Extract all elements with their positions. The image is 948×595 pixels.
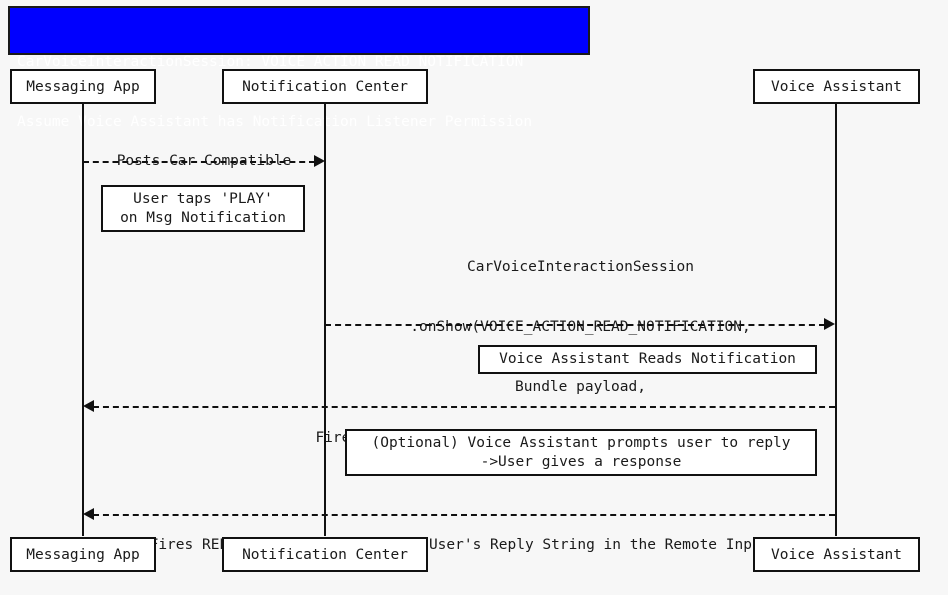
arrow-head-right-icon: [824, 318, 835, 330]
note-line-2: ->User gives a response: [480, 453, 682, 470]
participant-label: Notification Center: [242, 546, 408, 563]
diagram-title-line-1: CarVoiceInteractionSession: VOICE_ACTION…: [17, 54, 524, 70]
lifeline-voice-assistant: [835, 104, 837, 536]
arrow-head-left-icon: [83, 508, 94, 520]
note-line-1: Voice Assistant Reads Notification: [499, 351, 796, 367]
message-arrow-on-show-call: [325, 324, 825, 326]
arrow-head-left-icon: [83, 400, 94, 412]
note-line-1: (Optional) Voice Assistant prompts user …: [371, 434, 791, 451]
message-label-line-1: Fires REPLY Pending Intent with User's R…: [149, 537, 770, 553]
arrow-head-right-icon: [314, 155, 325, 167]
message-arrow-fires-reply: [93, 514, 835, 516]
message-arrow-posts-car-compatible-notification: [83, 161, 315, 163]
message-label-line-3: Bundle payload,: [515, 379, 646, 395]
participant-label: Messaging App: [26, 546, 140, 563]
diagram-title-banner: CarVoiceInteractionSession: VOICE_ACTION…: [8, 6, 590, 130]
participant-voice-assistant-top[interactable]: Voice Assistant: [753, 69, 920, 104]
message-label-line-2: .onShow(VOICE_ACTION_READ_NOTIFICATION,: [410, 319, 751, 335]
note-line-1: User taps 'PLAY': [133, 190, 273, 207]
participant-notification-center-top[interactable]: Notification Center: [222, 69, 428, 104]
message-label-line-1: CarVoiceInteractionSession: [467, 259, 694, 275]
lifeline-notification-center: [324, 104, 326, 536]
participant-label: Voice Assistant: [771, 546, 902, 563]
note-line-2: on Msg Notification: [120, 209, 286, 226]
note-user-taps-play: User taps 'PLAY' on Msg Notification: [101, 185, 305, 232]
message-label-fires-reply: Fires REPLY Pending Intent with User's R…: [84, 495, 835, 595]
participant-messaging-app-top[interactable]: Messaging App: [10, 69, 156, 104]
participant-label: Notification Center: [242, 78, 408, 95]
participant-notification-center-bottom[interactable]: Notification Center: [222, 537, 428, 572]
participant-voice-assistant-bottom[interactable]: Voice Assistant: [753, 537, 920, 572]
participant-messaging-app-bottom[interactable]: Messaging App: [10, 537, 156, 572]
note-optional-prompt-reply: (Optional) Voice Assistant prompts user …: [345, 429, 817, 476]
message-arrow-fires-mark-as-read: [93, 406, 835, 408]
diagram-title-line-2: Assume Voice Assistant has Notification …: [17, 114, 533, 130]
participant-label: Voice Assistant: [771, 78, 902, 95]
lifeline-messaging-app: [82, 104, 84, 536]
participant-label: Messaging App: [26, 78, 140, 95]
note-voice-assistant-reads: Voice Assistant Reads Notification: [478, 345, 817, 374]
